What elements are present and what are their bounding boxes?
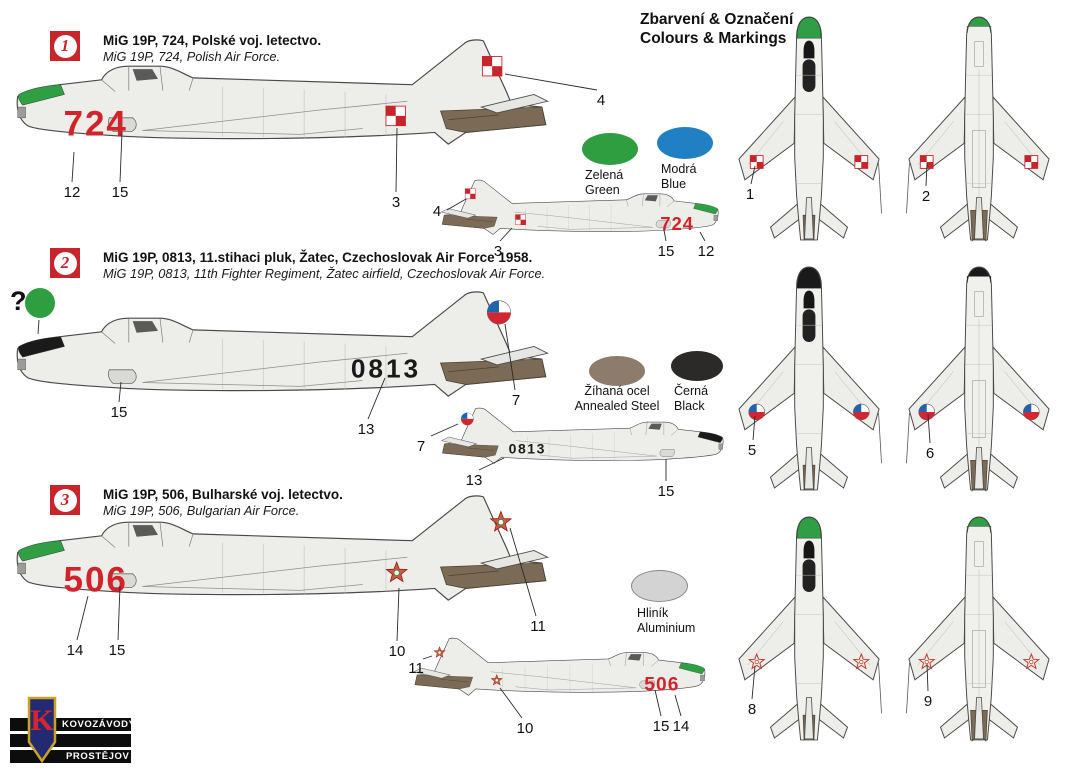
callout-label: 14 [672,718,690,735]
callout-label: 3 [493,243,503,260]
callout-label: 13 [357,421,375,438]
logo-monogram: K [30,704,54,737]
logo-company-name: KOVOZÁVODY [62,719,136,730]
swatch-label-cs: Modrá [661,162,697,176]
polish-checkerboard-marking [515,214,526,226]
czechoslovak-roundel-marking [1023,403,1040,421]
callout-label: 15 [657,243,675,260]
callout-label: 7 [416,438,426,455]
kovozavody-prostejov-logo: KOVOZÁVODY PROSTĚJOV K [6,692,136,768]
callout-label: 9 [923,693,933,710]
swatch-blue [657,127,713,159]
polish-checkerboard-marking [481,56,503,77]
polish-checkerboard-marking [749,155,764,169]
badge-number: 1 [60,36,70,55]
callout-label: 3 [391,194,401,211]
badge-number: 2 [60,253,70,272]
scheme1-number-badge: 1 [50,31,80,61]
callout-label: 7 [511,392,521,409]
swatch-annealed-steel-label: Žíhaná ocel Annealed Steel [562,384,672,413]
badge-circle: 1 [53,34,77,58]
swatch-green [582,133,638,165]
callout-label: 15 [108,642,126,659]
swatch-label-en: Green [585,182,620,197]
swatch-annealed-steel [589,356,645,386]
callout-label: 1 [745,186,755,203]
callout-label: 6 [925,445,935,462]
swatch-label-en: Annealed Steel [574,398,660,413]
callout-label: 8 [747,701,757,718]
polish-checkerboard-marking [854,155,869,169]
scheme3-side-profile-large: 506 [8,492,573,640]
swatch-aluminium-label: Hliník Aluminium [637,606,695,635]
swatch-label-cs: Černá [674,384,709,398]
swatch-label-cs: Zelená [585,168,624,182]
swatch-aluminium [631,570,688,602]
scheme2-top-view [735,264,883,496]
tactical-number: 724 [660,213,694,234]
czechoslovak-roundel-marking [918,403,935,421]
swatch-label-cs: Hliník [637,606,669,620]
callout-label: 10 [516,720,534,737]
swatch-label-en: Blue [661,176,687,191]
scheme1-title: MiG 19P, 724, Polské voj. letectvo. MiG … [103,32,321,65]
scheme1-bottom-view [905,14,1053,246]
tactical-number: 506 [644,675,679,696]
scheme2-number-badge: 2 [50,248,80,278]
callout-label: 2 [921,188,931,205]
callout-label: 11 [408,660,424,677]
polish-checkerboard-marking [919,155,934,169]
swatch-blue-label: Modrá Blue [661,162,696,191]
badge-circle: 2 [53,251,77,275]
scheme1-side-profile-large: 724 [8,36,573,184]
czechoslovak-roundel-marking [748,403,765,421]
callout-label: 15 [657,483,675,500]
logo-shield-icon: K [27,696,57,764]
callout-label: 15 [110,404,128,421]
polish-checkerboard-marking [464,188,476,200]
callout-label: 11 [530,618,546,635]
callout-label: 14 [66,642,84,659]
tactical-number: 0813 [509,441,546,457]
callout-label: 13 [465,472,483,489]
scheme3-bottom-view [905,514,1053,746]
callout-label: 4 [432,203,442,220]
polish-checkerboard-marking [1024,155,1039,169]
sheet-title-cs: Zbarvení & Označení [640,11,794,28]
callout-label: 15 [111,184,129,201]
scheme1-top-view [735,14,883,246]
czechoslovak-roundel-marking [853,403,870,421]
callout-label: 12 [697,243,715,260]
callout-label: 15 [652,718,670,735]
scheme3-side-profile-small: 506 [400,636,710,717]
swatch-label-en: Black [674,398,705,413]
scheme1-title-en: MiG 19P, 724, Polish Air Force. [103,49,281,64]
callout-label: 5 [747,442,757,459]
swatch-black [671,351,723,381]
callout-label: 12 [63,184,81,201]
swatch-black-label: Černá Black [674,384,708,413]
logo-city-name: PROSTĚJOV [66,751,130,762]
tactical-number: 506 [64,560,128,599]
swatch-green-label: Zelená Green [585,168,623,197]
callout-label: 10 [388,643,406,660]
swatch-label-cs: Žíhaná ocel [584,384,650,398]
red-star-marking [1022,652,1041,670]
scheme2-title-en: MiG 19P, 0813, 11th Fighter Regiment, Ža… [103,266,546,281]
polish-checkerboard-marking [385,105,406,127]
unknown-color-question-mark: ? [10,286,27,316]
sheet-title: Zbarvení & Označení Colours & Markings [640,10,793,48]
tactical-number: 0813 [351,354,421,384]
scheme3-top-view [735,514,883,746]
czechoslovak-roundel-marking [486,300,511,325]
callout-label: 4 [596,92,606,109]
scheme1-title-cs: MiG 19P, 724, Polské voj. letectvo. [103,33,322,48]
sheet-title-en: Colours & Markings [640,30,787,47]
tactical-number: 724 [64,104,128,143]
swatch-label-en: Aluminium [637,620,696,635]
czechoslovak-roundel-marking [460,412,474,426]
